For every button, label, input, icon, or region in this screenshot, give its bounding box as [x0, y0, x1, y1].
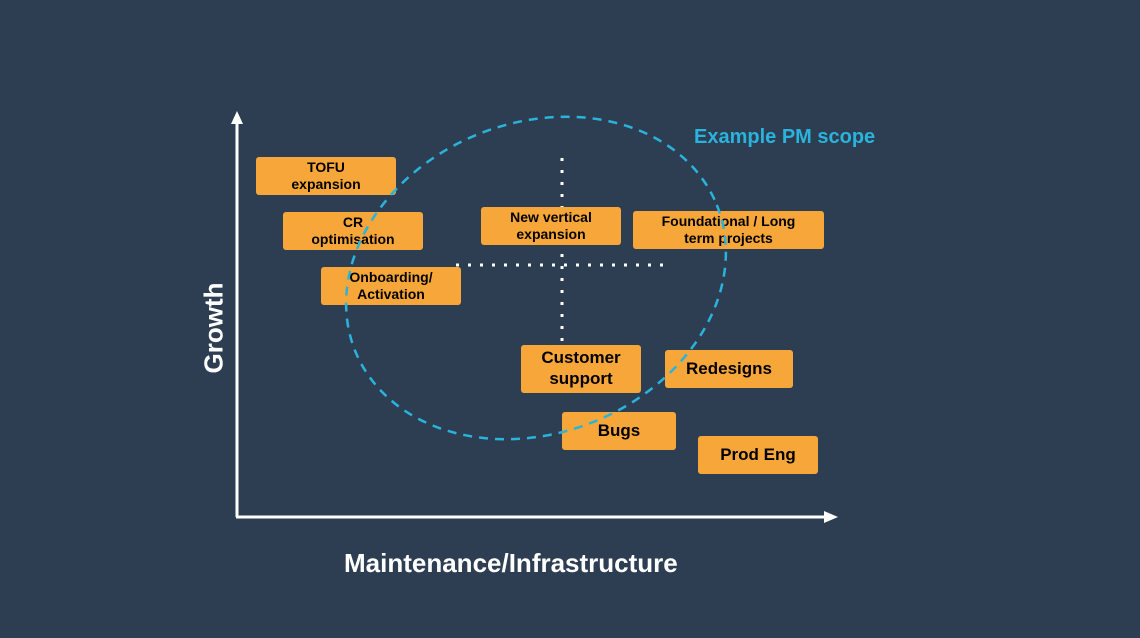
- box-new-vertical-line-2: expansion: [516, 226, 586, 242]
- box-prod-eng: Prod Eng: [698, 436, 818, 474]
- x-axis-label: Maintenance/Infrastructure: [344, 548, 678, 578]
- box-prod-eng-label: Prod Eng: [720, 444, 796, 464]
- box-foundational-line-2: term projects: [684, 230, 773, 246]
- box-redesigns-label: Redesigns: [686, 358, 772, 378]
- box-customer-support: Customer support: [521, 345, 641, 393]
- box-bugs-label: Bugs: [597, 420, 641, 440]
- box-tofu-line-1: TOFU: [307, 158, 345, 175]
- box-customer-support-line-1: Customer: [541, 348, 621, 368]
- box-cr-line-1: CR: [342, 213, 364, 230]
- y-axis-label: Growth: [198, 282, 229, 374]
- scope-label: Example PM scope: [694, 126, 876, 148]
- box-onboarding-activation: Onboarding/ Activation: [321, 267, 461, 305]
- box-redesigns: Redesigns: [665, 350, 793, 388]
- box-new-vertical-expansion: New vertical expansion: [481, 207, 621, 245]
- x-axis-arrowhead: [824, 511, 838, 523]
- box-onboarding-line-1: Onboarding/: [349, 268, 433, 285]
- box-onboarding-line-2: Activation: [357, 286, 425, 302]
- box-foundational-projects: Foundational / Long term projects: [633, 211, 824, 249]
- box-foundational-line-1: Foundational / Long: [661, 212, 796, 229]
- y-axis-arrowhead: [231, 111, 243, 124]
- box-tofu-line-2: expansion: [291, 176, 361, 192]
- box-tofu-expansion: TOFU expansion: [256, 157, 396, 195]
- box-customer-support-line-2: support: [549, 369, 613, 388]
- box-cr-optimisation: CR optimisation: [283, 212, 423, 250]
- box-cr-line-2: optimisation: [311, 231, 395, 247]
- box-bugs: Bugs: [562, 412, 676, 450]
- box-new-vertical-line-1: New vertical: [510, 208, 592, 225]
